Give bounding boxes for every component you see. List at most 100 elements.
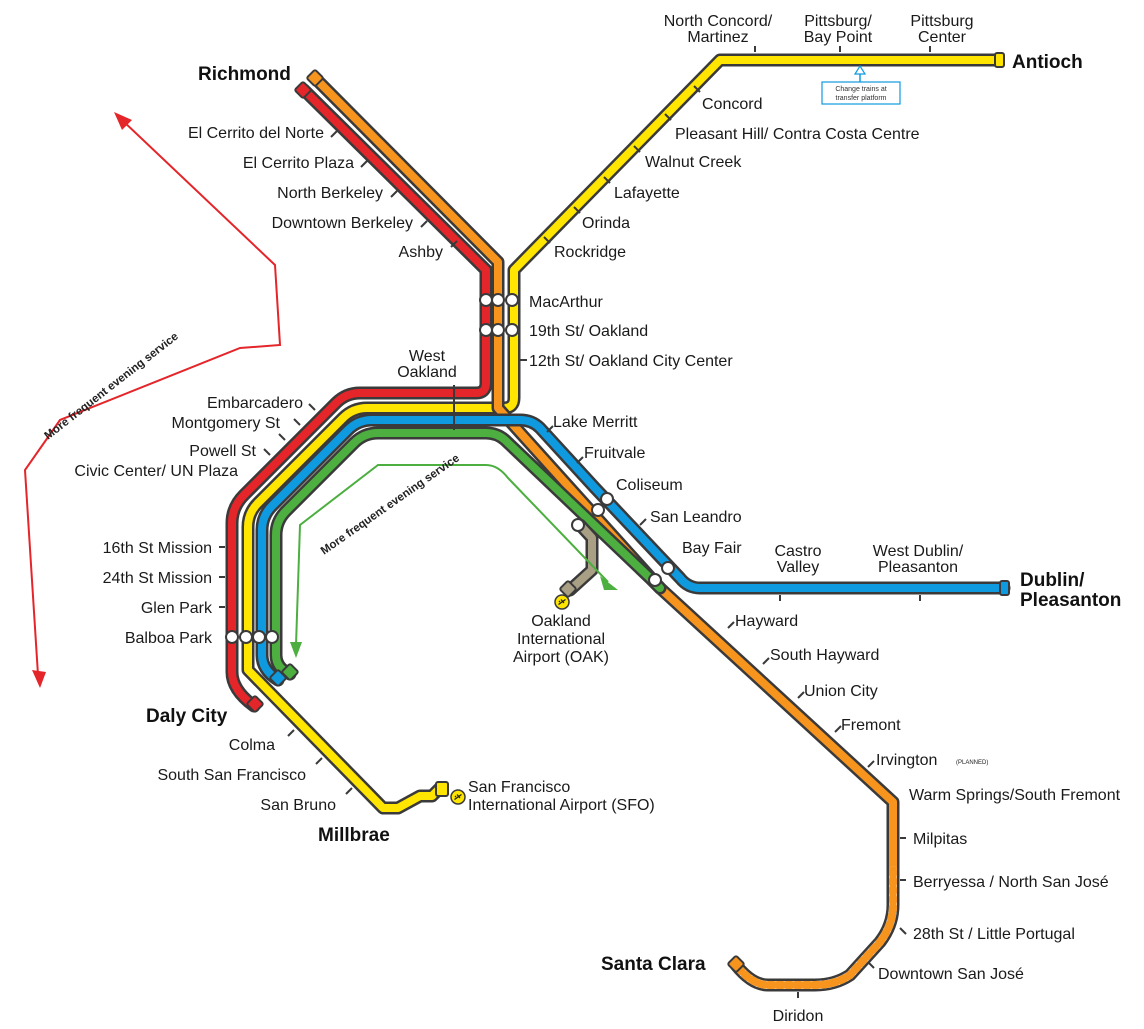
station-el-cerrito-plaza: El Cerrito Plaza xyxy=(243,155,354,172)
santa-clara-cap xyxy=(727,955,745,973)
red-arrowhead-top xyxy=(114,112,132,130)
station-pittsburg-center-1: Pittsburg xyxy=(910,13,973,30)
terminal-antioch: Antioch xyxy=(1012,52,1083,73)
station-oak-2: International xyxy=(517,631,605,648)
station-lake-merritt: Lake Merritt xyxy=(553,414,638,431)
orange-line-future xyxy=(732,866,897,989)
station-downtown-sj: Downtown San José xyxy=(878,966,1024,983)
station-west-oakland-1: West xyxy=(409,348,446,365)
sfo-cap xyxy=(435,781,449,797)
station-lafayette: Lafayette xyxy=(614,185,680,202)
balboa-node-blue xyxy=(252,630,266,644)
red-evening-arrow xyxy=(23,119,282,676)
green-evening-note: More frequent evening service xyxy=(319,452,462,557)
station-16th-mission: 16th St Mission xyxy=(103,540,212,557)
station-berryessa: Berryessa / North San José xyxy=(913,874,1109,891)
balboa-node-red xyxy=(225,630,239,644)
terminal-millbrae: Millbrae xyxy=(318,825,390,846)
station-bay-fair: Bay Fair xyxy=(682,540,742,557)
station-ticks xyxy=(219,46,931,998)
daly-city-cap-red xyxy=(246,695,264,713)
macarthur-node-yellow xyxy=(505,293,519,307)
station-sfo-1: San Francisco xyxy=(468,779,570,796)
nineteenth-node-yellow xyxy=(505,323,519,337)
station-pittsburg-bp-1: Pittsburg/ xyxy=(804,13,872,30)
route-lines xyxy=(225,53,1011,992)
coliseum-node-a xyxy=(591,503,605,517)
macarthur-node-red xyxy=(479,293,493,307)
nineteenth-node-orange xyxy=(491,323,505,337)
station-fremont: Fremont xyxy=(841,717,901,734)
station-union-city: Union City xyxy=(804,683,878,700)
station-milpitas: Milpitas xyxy=(913,831,967,848)
station-sfo-2: International Airport (SFO) xyxy=(468,797,655,814)
richmond-cap-red xyxy=(294,81,312,99)
coliseum-node-c xyxy=(571,518,585,532)
station-north-berkeley: North Berkeley xyxy=(277,185,383,202)
station-north-concord-2: Martinez xyxy=(687,29,748,46)
station-fruitvale: Fruitvale xyxy=(584,445,645,462)
terminal-santa-clara: Santa Clara xyxy=(601,954,706,975)
daly-city-cap-green xyxy=(281,663,299,681)
coliseum-node-b xyxy=(600,492,614,506)
station-28th: 28th St / Little Portugal xyxy=(913,926,1075,943)
yellow-line xyxy=(244,56,1002,812)
balboa-node-green xyxy=(265,630,279,644)
station-irvington-note: (PLANNED) xyxy=(956,760,988,766)
orange-line xyxy=(312,75,897,874)
macarthur-node-orange xyxy=(491,293,505,307)
green-arrowhead-right xyxy=(600,576,618,590)
transfer-stations xyxy=(225,293,675,644)
terminal-labels: Richmond Antioch Dublin/ Pleasanton Daly… xyxy=(146,52,1121,975)
green-arrowhead-left xyxy=(290,642,302,658)
airplane-icon xyxy=(450,789,466,805)
station-castro-valley-1: Castro xyxy=(774,543,821,560)
station-west-dublin-2: Pleasanton xyxy=(878,559,958,576)
green-line xyxy=(272,429,664,678)
terminal-caps xyxy=(246,52,1010,973)
station-castro-valley-2: Valley xyxy=(777,559,819,576)
station-walnut-creek: Walnut Creek xyxy=(645,154,742,171)
red-evening-note: More frequent evening service xyxy=(42,331,180,443)
balboa-node-yellow xyxy=(239,630,253,644)
terminal-richmond: Richmond xyxy=(198,64,291,85)
station-downtown-berkeley: Downtown Berkeley xyxy=(272,215,413,232)
station-south-sf: South San Francisco xyxy=(157,767,306,784)
station-oak-3: Airport (OAK) xyxy=(513,649,609,666)
dublin-cap xyxy=(999,580,1010,596)
station-ashby: Ashby xyxy=(399,244,443,261)
red-arrowhead-bottom xyxy=(32,670,46,688)
station-west-dublin-1: West Dublin/ xyxy=(873,543,964,560)
oak-airport-connector xyxy=(566,521,596,594)
station-pleasant-hill: Pleasant Hill/ Contra Costa Centre xyxy=(675,126,920,143)
station-orinda: Orinda xyxy=(582,215,630,232)
station-powell: Powell St xyxy=(189,443,256,460)
station-19th: 19th St/ Oakland xyxy=(529,323,648,340)
station-embarcadero: Embarcadero xyxy=(207,395,303,412)
station-coliseum: Coliseum xyxy=(616,477,683,494)
blue-line xyxy=(258,416,1008,684)
antioch-cap xyxy=(994,52,1005,68)
station-12th: 12th St/ Oakland City Center xyxy=(529,353,733,370)
station-el-cerrito-norte: El Cerrito del Norte xyxy=(188,125,324,142)
station-diridon: Diridon xyxy=(773,1008,824,1025)
station-north-concord-1: North Concord/ xyxy=(664,13,773,30)
transfer-note-line1: Change trains at xyxy=(835,86,886,93)
terminal-dublin-line1: Dublin/ xyxy=(1020,570,1085,591)
station-hayward: Hayward xyxy=(735,613,798,630)
oak-cap xyxy=(559,580,577,598)
station-south-hayward: South Hayward xyxy=(770,647,879,664)
terminal-dublin-line2: Pleasanton xyxy=(1020,590,1121,611)
nineteenth-node-red xyxy=(479,323,493,337)
transfer-platform-callout: Change trains at transfer platform xyxy=(821,64,901,105)
station-macarthur: MacArthur xyxy=(529,294,603,311)
station-glen-park: Glen Park xyxy=(141,600,213,617)
station-san-bruno: San Bruno xyxy=(260,797,336,814)
station-warm-springs: Warm Springs/South Fremont xyxy=(909,787,1121,804)
richmond-cap-orange xyxy=(306,69,324,87)
station-balboa-park: Balboa Park xyxy=(125,630,213,647)
bay-fair-node-a xyxy=(648,573,662,587)
bay-fair-node-b xyxy=(661,561,675,575)
red-line xyxy=(228,86,490,710)
